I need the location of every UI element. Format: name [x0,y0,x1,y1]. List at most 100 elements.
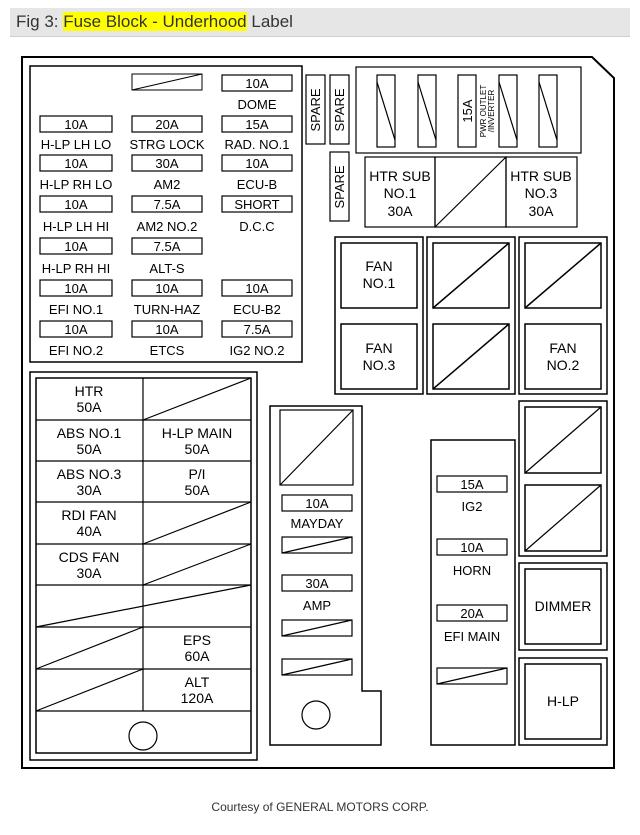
figure-title: Fig 3: Fuse Block - Underhood Label [16,12,293,32]
spare-label-3: SPARE [332,165,347,208]
abs-no1-fuse-label: ABS NO.1 [57,425,122,441]
efi-main-fuse-rating: 20A [460,606,483,621]
fuse-label-etcs: ETCS [150,343,185,358]
fuse-label-dcc: D.C.C [239,219,274,234]
fuse-rating-strg-lock: 20A [155,117,178,132]
blank-slot [131,73,203,91]
title-highlight-dash: - [147,12,163,31]
relay-fuse-panel [430,439,516,746]
blank-slot [281,536,353,554]
fuse-label-hlp-lh-lo: H-LP LH LO [41,137,112,152]
fuse-rating-hlp-rh-lo: 10A [64,156,87,171]
fuse-rating-dcc: SHORT [234,197,279,212]
mayday-fuse-label: MAYDAY [291,516,344,531]
large-fuse-panel [29,371,258,761]
fuse-rating-hlp-lh-lo: 10A [64,117,87,132]
title-highlight-underhood: Underhood [162,12,247,31]
rdi-fan-fuse-label: RDI FAN [61,507,116,523]
fuse-block-outline [21,56,615,769]
htr-sub-no1-number: NO.1 [384,185,417,201]
fuse-rating-dome: 10A [245,76,268,91]
fuse-rating-turn-haz: 10A [155,281,178,296]
blank-slot [281,658,353,676]
blank-slot [538,74,558,148]
fuse-rating-etcs: 10A [155,322,178,337]
relay-block-right [518,236,608,395]
abs-no3-fuse-rating: 30A [77,482,103,498]
pwr-outlet-fuse [457,74,477,148]
fan-no3-label: FAN [365,340,392,356]
spare-label-1: SPARE [308,88,323,131]
relay-block-left [334,236,424,395]
eps-fuse-rating: 60A [185,648,211,664]
fuse-label-rad-no1: RAD. NO.1 [224,137,289,152]
fuse-rating-am2: 30A [155,156,178,171]
middle-fuse-panel [269,405,382,746]
mayday-fuse-rating: 10A [305,496,328,511]
alt-fuse-rating: 120A [181,690,214,706]
title-suffix: Label [251,12,293,31]
horn-fuse-rating: 10A [460,540,483,555]
fan-no1-number: NO.1 [363,275,396,291]
blank-relay [524,484,602,552]
htr-sub-no3-label: HTR SUB [510,168,571,184]
fuse-rating-hlp-lh-hi: 10A [64,197,87,212]
fuse-rating-efi-no2: 10A [64,322,87,337]
figure-title-bar: Fig 3: Fuse Block - Underhood Label [10,8,630,37]
fan-no3-relay [340,323,418,390]
pi-fuse-label: P/I [188,466,205,482]
mounting-hole [128,721,158,751]
spare-fuse-2 [329,74,350,145]
fuse-label-ig2-no2: IG2 NO.2 [230,343,285,358]
efi-main-fuse-label: EFI MAIN [444,629,500,644]
rdi-fan-fuse-rating: 40A [77,523,103,539]
h-lp-relay [518,657,608,746]
fan-no2-number: NO.2 [547,357,580,373]
alt-fuse-label: ALT [185,674,210,690]
fuse-label-strg-lock: STRG LOCK [129,137,204,152]
fan-no2-relay [524,323,602,390]
cds-fan-fuse-label: CDS FAN [59,549,120,565]
dimmer-relay [518,562,608,651]
hlp-main-fuse-label: H-LP MAIN [162,425,233,441]
fuse-rating-ecu-b2: 10A [245,281,268,296]
fan-no1-label: FAN [365,258,392,274]
hlp-main-fuse-rating: 50A [185,441,211,457]
blank-slot [281,619,353,637]
fuse-label-ecu-b: ECU-B [237,177,277,192]
fuse-label-hlp-rh-hi: H-LP RH HI [42,261,110,276]
fuse-label-am2: AM2 [154,177,181,192]
fan-no3-number: NO.3 [363,357,396,373]
htr-sub-no1-rating: 30A [388,203,414,219]
cartridge-fuse-panel [355,66,582,154]
mounting-hole [301,700,331,730]
spare-fuse-1 [305,74,326,145]
title-highlight-fuse-block: Fuse Block [63,12,148,31]
eps-fuse-label: EPS [183,632,211,648]
fuse-label-turn-haz: TURN-HAZ [134,302,200,317]
fuse-label-am2-no2: AM2 NO.2 [137,219,198,234]
pi-fuse-rating: 50A [185,482,211,498]
fan-no2-label: FAN [549,340,576,356]
fuse-label-dome: DOME [238,97,277,112]
blank-relay [524,242,602,309]
spare-fuse-3 [329,151,350,222]
htr-sub-no3-rating: 30A [529,203,555,219]
h-lp-relay-label: H-LP [547,693,579,709]
blank-slot [279,409,354,486]
fuse-label-hlp-rh-lo: H-LP RH LO [40,177,113,192]
relay-block-middle [426,236,516,395]
credit-text: Courtesy of GENERAL MOTORS CORP. [211,800,429,814]
ig2-fuse-label: IG2 [462,499,483,514]
htr-sub-no3-fuse [505,156,578,228]
fan-no1-relay [340,242,418,309]
fuse-label-efi-no1: EFI NO.1 [49,302,103,317]
spare-label-2: SPARE [332,88,347,131]
htr-sub-no3-number: NO.3 [525,185,558,201]
amp-fuse-label: AMP [303,598,331,613]
blank-slot [498,74,518,148]
fuse-label-hlp-lh-hi: H-LP LH HI [43,219,109,234]
htr-fuse-label: HTR [75,383,104,399]
title-prefix: Fig 3: [16,12,59,31]
